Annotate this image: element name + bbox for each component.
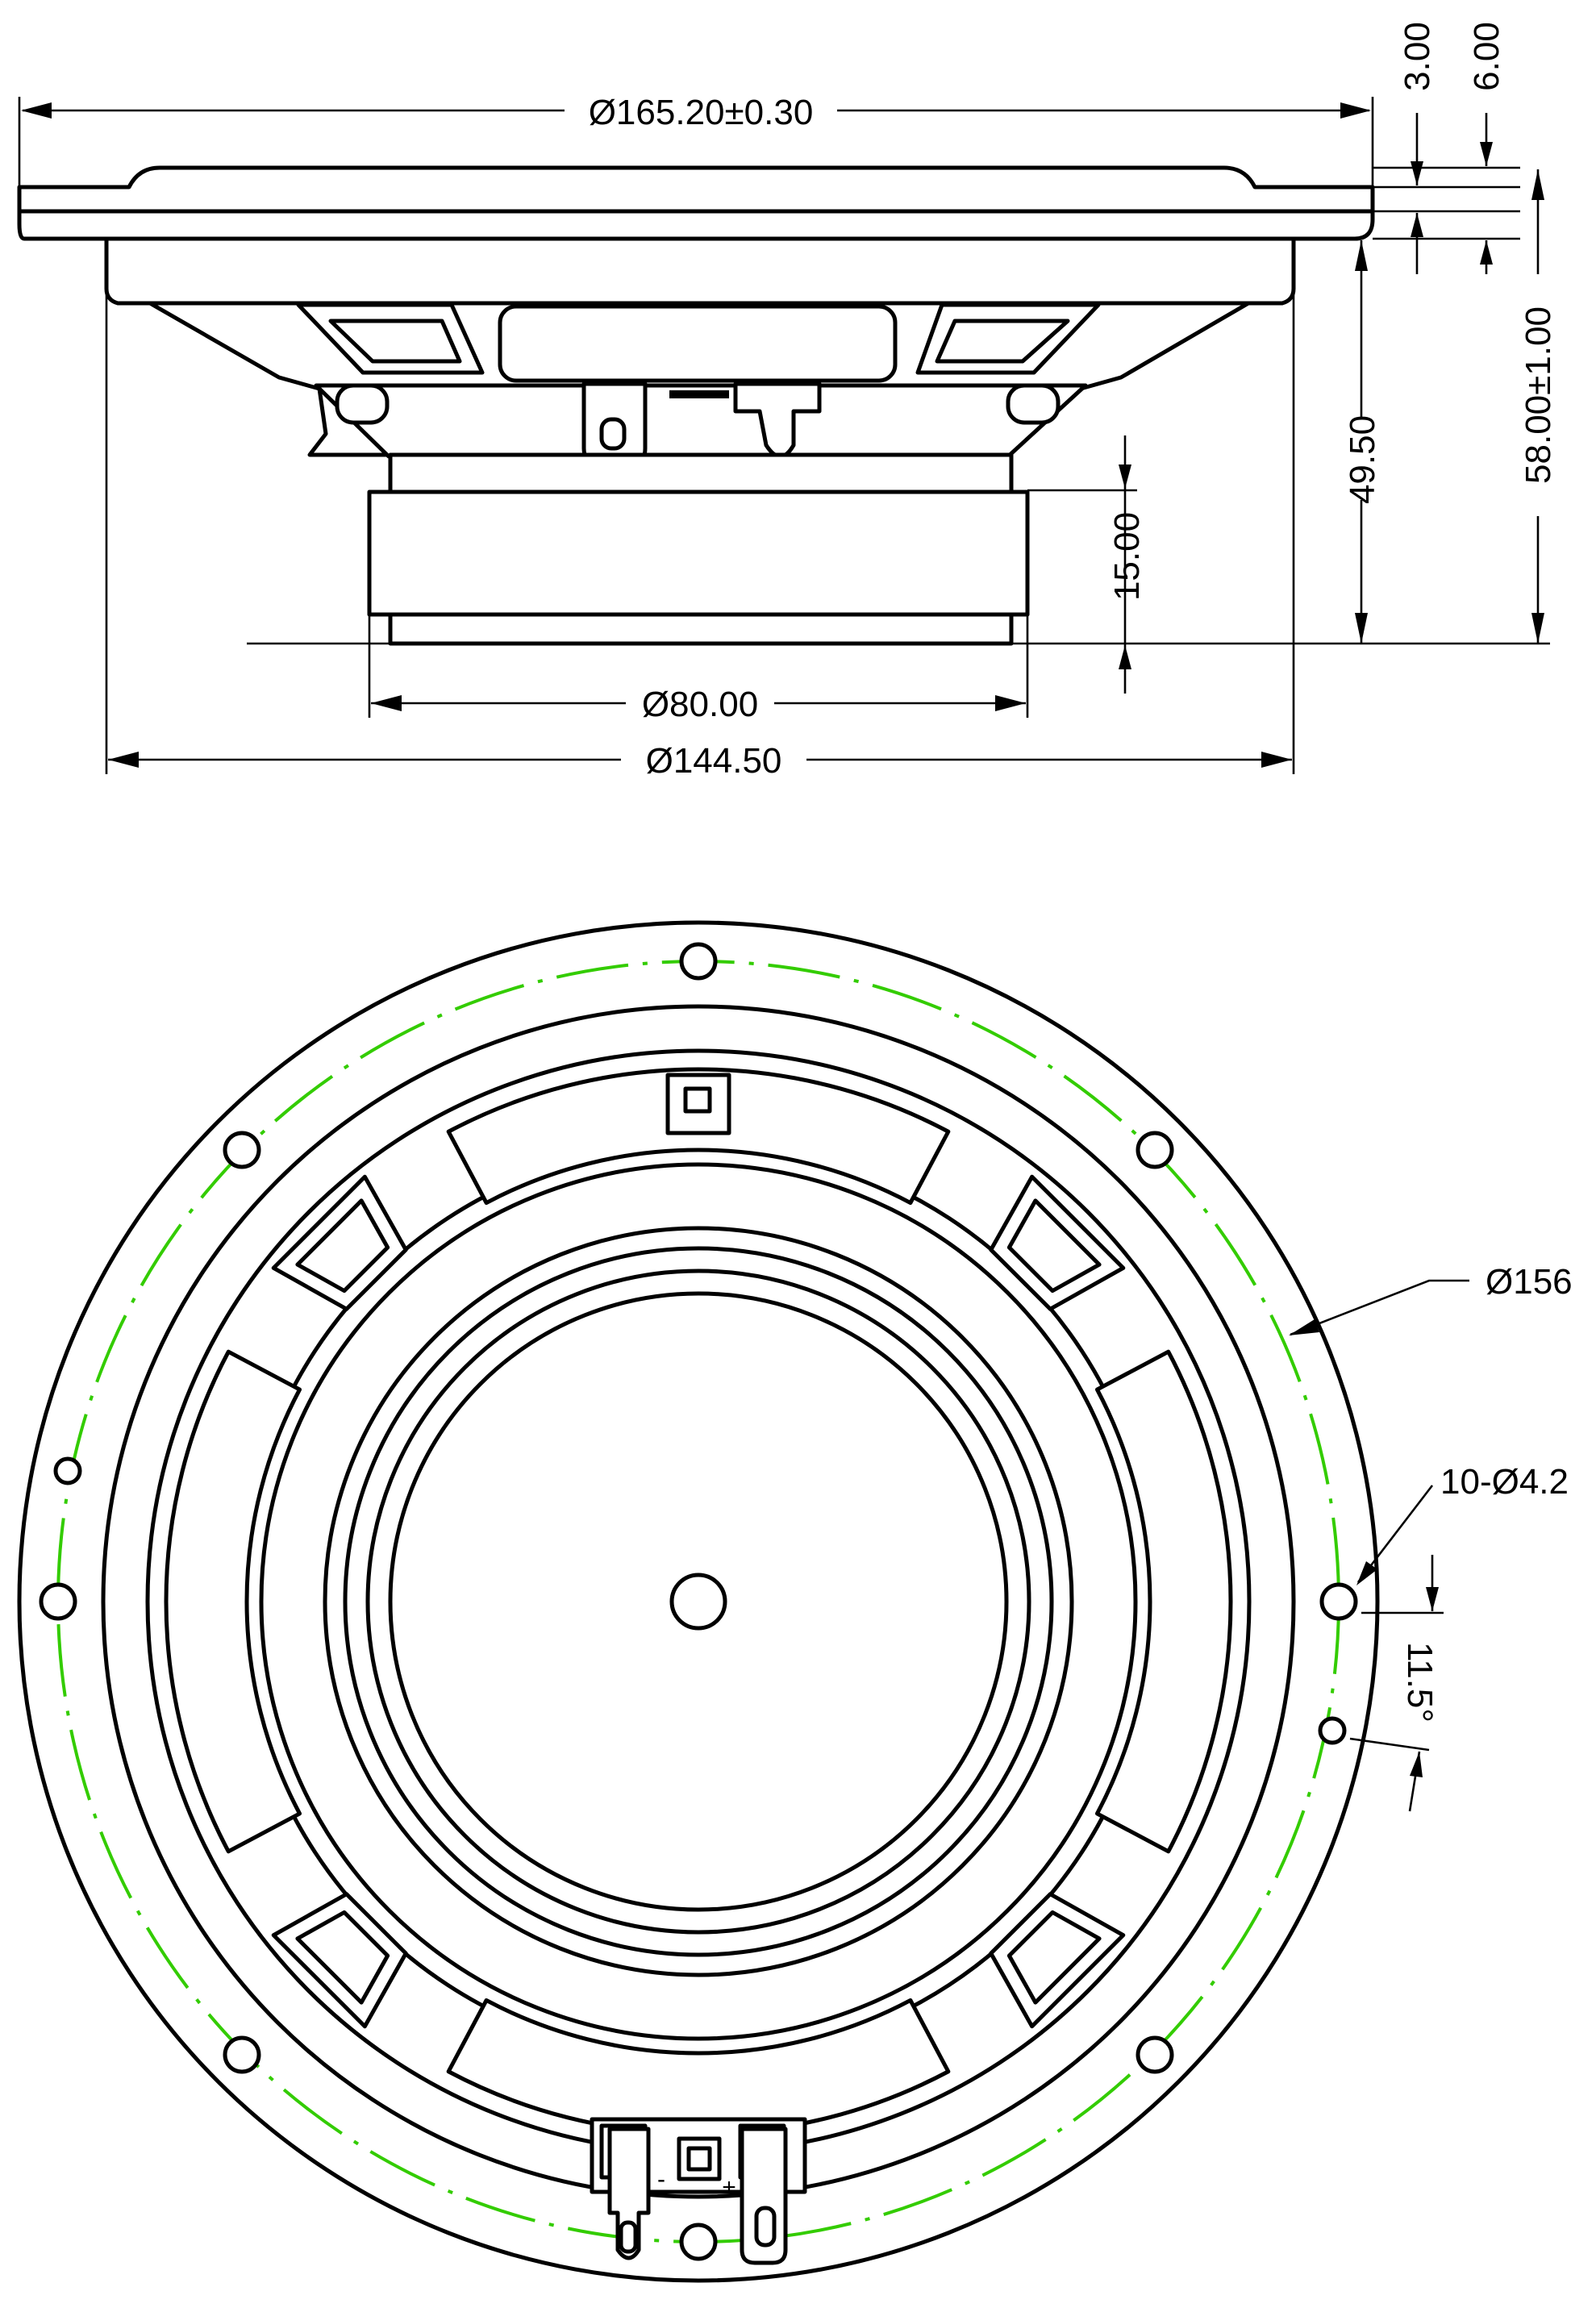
terminal-positive-mark: + bbox=[722, 2174, 736, 2201]
terminal-center-square bbox=[677, 2136, 722, 2181]
frame-inner-ring bbox=[101, 1004, 1296, 2199]
terminal-bar bbox=[669, 390, 729, 398]
basket-window-right-inner bbox=[935, 319, 1070, 364]
mounting-hole bbox=[679, 942, 718, 981]
callout-mounting-holes: 10-Ø4.2 bbox=[1440, 1462, 1569, 1502]
magnet-ring-inner bbox=[388, 1291, 1009, 1912]
basket-center-slot bbox=[498, 304, 898, 383]
callout-hole-angle: 11.5° bbox=[1400, 1642, 1440, 1723]
basket-slot bbox=[164, 1349, 302, 1854]
mounting-hole bbox=[1319, 1582, 1358, 1621]
top-tab bbox=[665, 1073, 731, 1135]
dim-magnet-height: 15.00 bbox=[1107, 512, 1147, 601]
basket-vent bbox=[989, 1174, 1126, 1311]
dim-flange-height: 6.00 bbox=[1467, 22, 1506, 91]
dim-total-depth: 58.00±1.00 bbox=[1519, 306, 1558, 484]
dim-magnet-diameter: Ø80.00 bbox=[642, 685, 758, 724]
basket-slots bbox=[164, 1067, 1233, 2136]
mounting-hole bbox=[39, 1582, 77, 1621]
pole-vent bbox=[669, 1573, 727, 1631]
front-view: - + bbox=[17, 920, 1380, 2283]
terminal-left-slot bbox=[599, 417, 627, 451]
mounting-hole bbox=[223, 2035, 261, 2074]
basket-outer-ring bbox=[145, 1048, 1252, 2155]
side-view-dimensions: Ø165.20±0.30 3.00 6.00 49.50 58.00±1.00 bbox=[18, 22, 1558, 781]
magnet-body bbox=[367, 490, 1030, 617]
basket-vent bbox=[271, 1174, 408, 1311]
magnet-ring bbox=[365, 1269, 1031, 1935]
basket-vent bbox=[989, 1892, 1126, 2029]
terminal-block: - + bbox=[590, 2117, 807, 2265]
dim-mounting-depth: 49.50 bbox=[1343, 415, 1382, 504]
basket-slot bbox=[446, 1998, 951, 2136]
basket-slot bbox=[446, 1067, 951, 1206]
mounting-holes bbox=[39, 942, 1358, 2261]
mounting-hole bbox=[679, 2223, 718, 2261]
callout-bolt-circle: Ø156 bbox=[1486, 1262, 1573, 1302]
basket-ring-3 bbox=[259, 1162, 1138, 2041]
front-view-callouts: Ø156 10-Ø4.2 11.5° bbox=[1289, 1262, 1573, 1812]
mounting-hole bbox=[1136, 1131, 1174, 1169]
basket-ear-right bbox=[1006, 383, 1061, 425]
mounting-hole bbox=[53, 1456, 82, 1485]
side-view bbox=[17, 165, 1375, 646]
basket-body bbox=[104, 236, 1296, 306]
mounting-hole bbox=[1136, 2035, 1174, 2074]
magnet-ring-outer bbox=[343, 1246, 1054, 1957]
dim-flange-thickness: 3.00 bbox=[1398, 22, 1437, 91]
terminal-negative bbox=[607, 2127, 651, 2260]
basket-vent bbox=[271, 1892, 408, 2029]
basket-ear-left bbox=[335, 383, 390, 425]
terminal-negative-mark: - bbox=[657, 2166, 665, 2193]
frame-flange bbox=[17, 165, 1375, 241]
magnet-top-plate bbox=[388, 452, 1014, 494]
basket-window-left-inner bbox=[328, 319, 462, 364]
dim-outer-diameter: Ø165.20±0.30 bbox=[589, 93, 814, 132]
mounting-hole bbox=[223, 1131, 261, 1169]
basket-slot bbox=[1094, 1349, 1233, 1854]
top-tab-square bbox=[683, 1086, 712, 1114]
magnet-bottom-plate bbox=[388, 612, 1014, 646]
dim-basket-diameter: Ø144.50 bbox=[646, 741, 782, 781]
mounting-hole bbox=[1318, 1716, 1347, 1745]
basket-ring-2 bbox=[238, 1141, 1159, 2062]
frame-outer-ring bbox=[17, 920, 1380, 2283]
basket-ring-4 bbox=[323, 1226, 1074, 1977]
